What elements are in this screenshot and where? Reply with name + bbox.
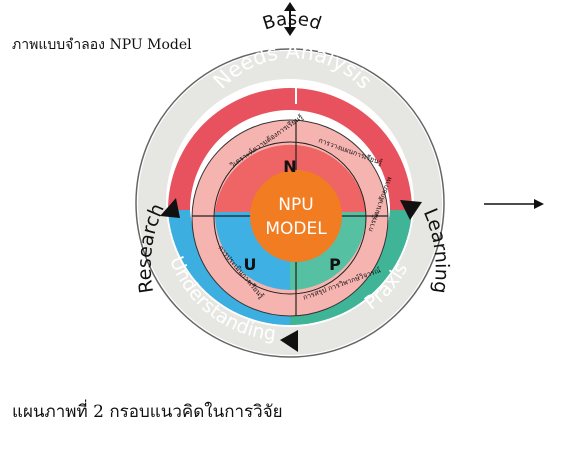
needs-analysis-band — [168, 88, 412, 210]
triangle-right-icon — [400, 200, 422, 220]
triangle-left-icon — [160, 198, 180, 218]
vertical-double-arrow-icon — [284, 2, 296, 36]
quadrant-letter-n: N — [283, 157, 296, 176]
quadrant-border — [213, 141, 367, 295]
figure-caption: แผนภาพที่ 2 กรอบแนวคิดในการวิจัย — [12, 402, 283, 422]
center-text-line2: MODEL — [265, 219, 327, 239]
quadrant-letter-p: P — [329, 255, 341, 274]
center-text-line1: NPU — [278, 195, 313, 215]
inner-ring-border — [191, 119, 389, 317]
center-circle — [250, 170, 342, 262]
quadrant-letter-u: U — [244, 255, 257, 274]
triangle-bottom-icon — [280, 330, 298, 352]
diagram-caption: ภาพแบบจำลอง NPU Model — [12, 37, 192, 53]
right-arrow-icon — [484, 199, 544, 209]
